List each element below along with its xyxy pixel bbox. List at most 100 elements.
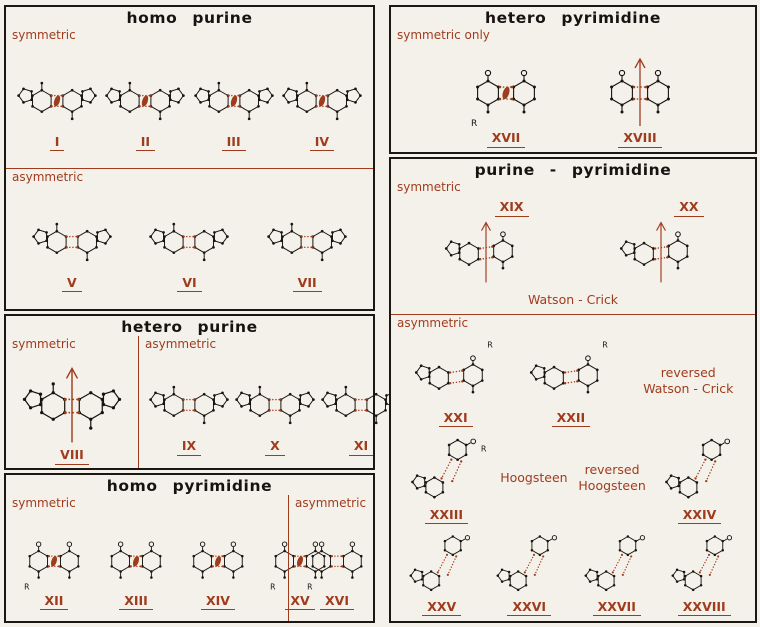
structure-VI: VI — [146, 200, 232, 293]
numeral-I: I — [49, 134, 65, 151]
structure-XXII: R XXII — [528, 335, 614, 428]
base-pair-drawing-XV: R — [270, 541, 326, 591]
c2-axis-oval-icon — [214, 555, 222, 567]
r-substituent-label: R — [24, 582, 30, 591]
base-pair-drawing-XIX — [444, 220, 514, 283]
r-substituent-label: R — [602, 340, 608, 349]
base-pair-drawing-XXVI — [496, 535, 558, 592]
base-pair-drawing-VIII — [22, 367, 122, 443]
section-label-asymmetric: asymmetric — [397, 316, 469, 331]
numeral-XI: XI — [348, 438, 374, 456]
structure-V: V — [29, 200, 115, 293]
r-substituent-label: R — [307, 582, 313, 591]
base-pair-drawing-XXIV — [664, 438, 730, 499]
structure-XIV: XIV — [177, 521, 259, 611]
base-pair-drawing-XVI: R — [307, 541, 363, 591]
section-label-symmetric: symmetric — [397, 180, 461, 194]
c2-axis-oval-icon — [53, 95, 61, 107]
structure-XII: R XII — [13, 521, 95, 611]
section-label-symmetric: symmetric — [12, 496, 76, 510]
numeral-XIX: XIX — [494, 199, 529, 217]
section-label-symmetric: symmetric — [12, 28, 76, 42]
section-label-symmetric: symmetric — [12, 337, 76, 351]
structure-XVIII: XVIII — [592, 46, 688, 148]
numeral-XII: XII — [39, 593, 69, 611]
structure-XXVIII: XXVIII — [664, 529, 744, 617]
base-pair-drawing-XI — [321, 386, 401, 425]
structure-row: IX X XI — [142, 363, 401, 456]
section-label-asymmetric: asymmetric — [12, 169, 84, 184]
structure-XVI: R XVI — [296, 521, 378, 611]
section-rows: VIII — [9, 351, 135, 468]
structure-row: R XVI — [292, 521, 370, 611]
structure-IX: IX — [146, 363, 232, 456]
base-pair-drawing-XXVII — [584, 535, 645, 592]
base-pair-drawing-XVIII — [610, 57, 670, 127]
r-substituent-label: R — [471, 119, 477, 129]
annotation: reversed Watson - Crick — [643, 364, 734, 397]
annotation: Watson - Crick — [527, 291, 619, 307]
base-pair-drawing-III — [193, 81, 274, 120]
numeral-X: X — [265, 438, 285, 456]
panel-title: hetero pyrimidine — [485, 9, 661, 27]
base-pair-drawing-XXII: R — [529, 340, 608, 394]
base-pair-drawing-X — [235, 386, 315, 425]
numeral-IV: IV — [309, 134, 335, 151]
section-label-symmetric-only: symmetric only — [397, 28, 490, 42]
numeral-XXII: XXII — [551, 410, 591, 428]
base-pair-drawing-I — [17, 81, 97, 120]
base-pair-drawing-IV — [282, 81, 362, 120]
c2-axis-arrow-icon — [655, 220, 666, 283]
base-pair-drawing-XX — [619, 220, 689, 283]
structure-XIX: XIX — [443, 199, 529, 285]
numeral-VI: VI — [177, 275, 202, 293]
section-label-asymmetric: asymmetric — [295, 496, 367, 510]
c2-axis-oval-icon — [318, 95, 326, 107]
section-rows: IX X XI — [142, 351, 401, 468]
annotation: reversed Hoogsteen — [578, 461, 646, 494]
numeral-XVIII: XVIII — [618, 130, 662, 148]
base-pair-drawing-XIII — [110, 541, 162, 579]
r-substituent-label: R — [487, 340, 493, 349]
annotation: Hoogsteen — [500, 470, 568, 485]
c2-axis-arrow-icon — [634, 57, 646, 127]
structure-XXVI: XXVI — [489, 529, 569, 617]
panel-title: hetero purine — [121, 318, 258, 336]
structure-XI: XI — [318, 363, 404, 456]
base-pair-drawing-XXIII: R — [411, 438, 487, 499]
r-substituent-label: R — [270, 582, 276, 591]
numeral-XXIV: XXIV — [677, 507, 722, 525]
numeral-VIII: VIII — [55, 447, 89, 465]
base-pair-drawing-XXVIII — [671, 535, 733, 592]
structure-row: Watson - Crick — [394, 292, 752, 308]
structure-VIII: VIII — [19, 354, 125, 465]
structure-II: II — [102, 59, 188, 151]
base-pair-drawing-XIV — [192, 541, 244, 579]
structure-I: I — [14, 59, 100, 151]
numeral-V: V — [61, 275, 82, 293]
numeral-XVI: XVI — [320, 593, 354, 611]
numeral-XIV: XIV — [201, 593, 235, 611]
